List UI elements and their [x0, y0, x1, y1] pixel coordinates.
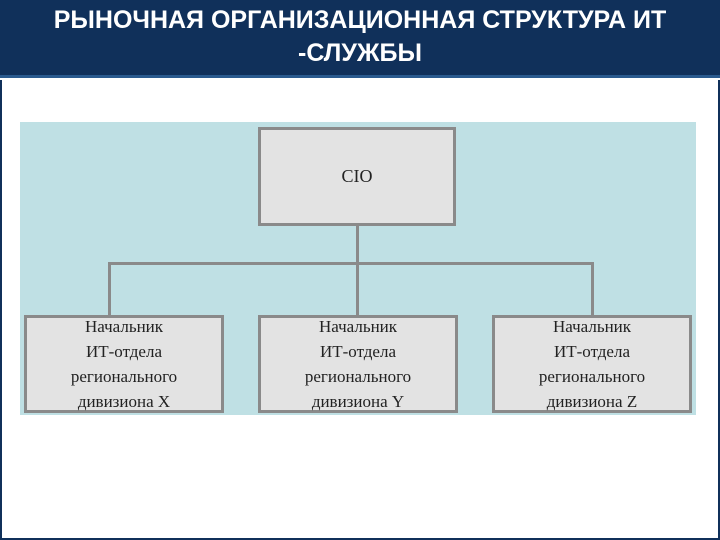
title-bar: РЫНОЧНАЯ ОРГАНИЗАЦИОННАЯ СТРУКТУРА ИТ -С…	[0, 0, 720, 78]
division-x-box: Начальник ИТ-отдела регионального дивизи…	[24, 315, 224, 413]
connector-horizontal-bus	[108, 262, 594, 265]
connector-cio-stem	[356, 226, 359, 264]
slide-title: РЫНОЧНАЯ ОРГАНИЗАЦИОННАЯ СТРУКТУРА ИТ -С…	[53, 6, 667, 67]
content-frame	[0, 80, 720, 540]
division-z-box: Начальник ИТ-отдела регионального дивизи…	[492, 315, 692, 413]
cio-box: CIO	[258, 127, 456, 226]
org-chart: CIO Начальник ИТ-отдела регионального ди…	[20, 122, 696, 415]
connector-division-y	[356, 262, 359, 315]
connector-division-z	[591, 262, 594, 315]
division-y-box: Начальник ИТ-отдела регионального дивизи…	[258, 315, 458, 413]
connector-division-x	[108, 262, 111, 315]
